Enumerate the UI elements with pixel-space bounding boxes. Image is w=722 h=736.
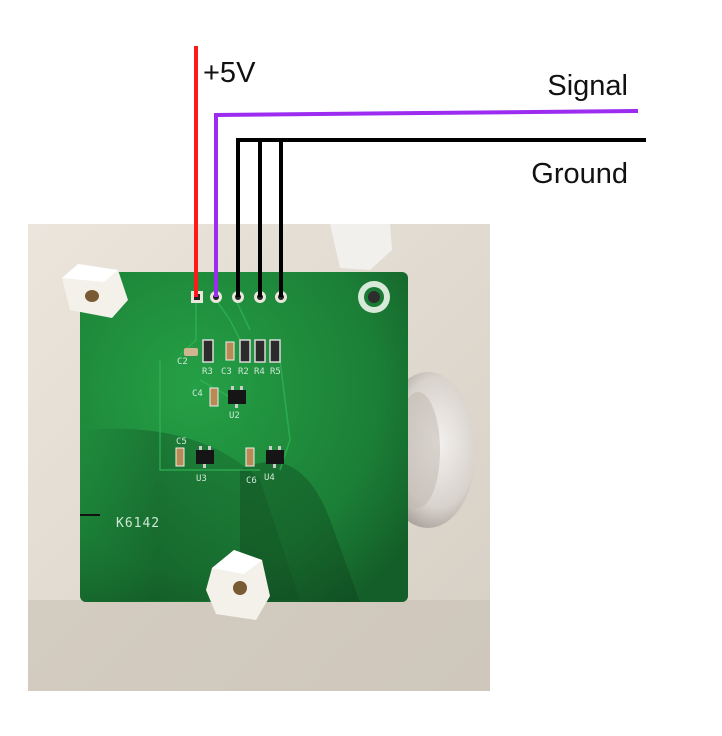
pcb-shadow-2 — [240, 461, 360, 602]
silk-c3: C3 — [221, 367, 232, 377]
chip-u2 — [228, 390, 246, 404]
capacitor-c6 — [245, 447, 255, 467]
resistor-r3 — [202, 339, 214, 363]
label-ground: Ground — [531, 158, 628, 190]
capacitor-c4 — [209, 387, 219, 407]
silk-c4: C4 — [192, 389, 203, 399]
capacitor-c5 — [175, 447, 185, 467]
smd-components — [175, 339, 284, 468]
capacitor-c3 — [225, 341, 235, 361]
plastic-housing — [330, 224, 392, 270]
resistor-r2 — [239, 339, 251, 363]
silk-u2: U2 — [229, 411, 240, 421]
silk-r2: R2 — [238, 367, 249, 377]
silk-r4: R4 — [254, 367, 265, 377]
signal-wire — [214, 109, 639, 297]
pcb-board: C2 R3 C3 R2 R4 R5 C4 U2 C5 U3 C6 U4 K614… — [80, 272, 408, 602]
label-power: +5V — [203, 57, 256, 89]
resistor-r4 — [254, 339, 266, 363]
mounting-hole — [358, 281, 390, 313]
silk-r5: R5 — [270, 367, 281, 377]
wires — [194, 46, 646, 297]
chip-u3 — [196, 450, 214, 464]
ground-wire — [236, 138, 646, 297]
silk-r3: R3 — [202, 367, 213, 377]
silk-u3: U3 — [196, 474, 207, 484]
standoff-top-left — [62, 264, 128, 318]
photo-shadow-band — [28, 600, 490, 691]
silk-c2: C2 — [177, 357, 188, 367]
photo: C2 R3 C3 R2 R4 R5 C4 U2 C5 U3 C6 U4 K614… — [28, 224, 490, 691]
silk-c5: C5 — [176, 437, 187, 447]
silkscreen: C2 R3 C3 R2 R4 R5 C4 U2 C5 U3 C6 U4 K614… — [80, 357, 281, 531]
resistor-r5 — [269, 339, 281, 363]
label-signal: Signal — [547, 70, 628, 102]
chip-u4 — [266, 450, 284, 464]
silk-u4: U4 — [264, 473, 275, 483]
silk-c6: C6 — [246, 476, 257, 486]
standoff-bottom — [206, 550, 270, 620]
silk-part-number: K6142 — [116, 516, 160, 531]
